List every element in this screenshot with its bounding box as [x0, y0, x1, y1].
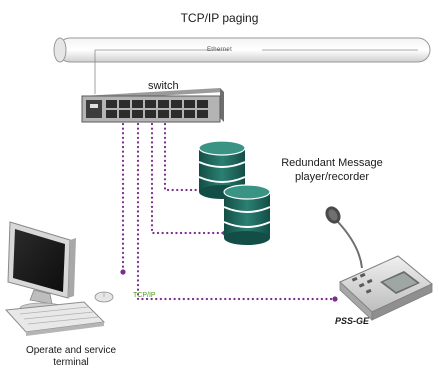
- tcpip-link-label: TCP/IP: [133, 292, 156, 299]
- player-recorder-label: Redundant Message player/recorder: [281, 157, 383, 183]
- computer-icon: [4, 221, 114, 336]
- pss-ge-label: PSS-GE: [335, 316, 370, 326]
- switch-label: switch: [148, 80, 179, 92]
- ethernet-label: Ethernet: [206, 47, 233, 53]
- terminal-label: Operate and service terminal: [25, 345, 117, 368]
- ethernet-pipe: [53, 37, 431, 94]
- switch-icon: [81, 88, 224, 123]
- diagram-title: TCP/IP paging: [180, 11, 259, 25]
- network-links: [121, 122, 337, 301]
- microphone-console-icon: [325, 206, 433, 321]
- database-icon: [223, 184, 271, 245]
